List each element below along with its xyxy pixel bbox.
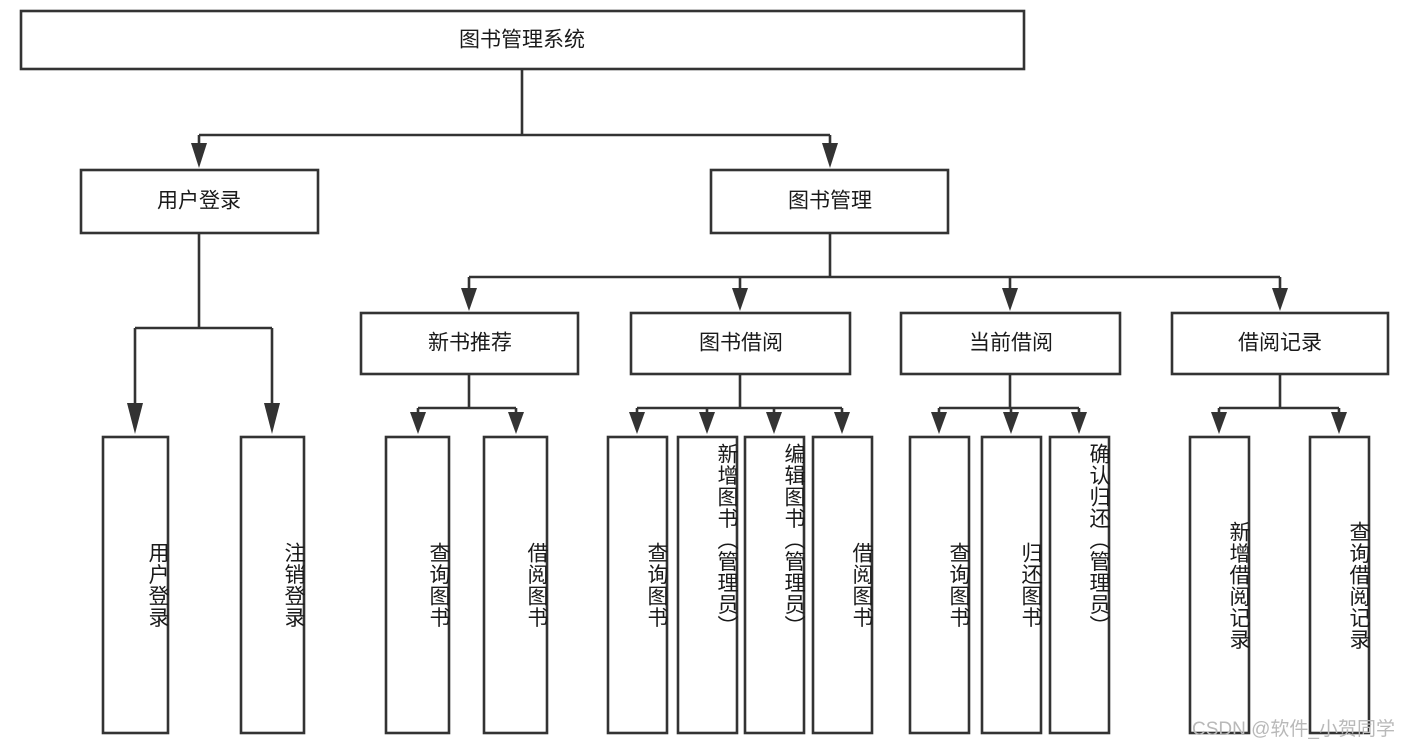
node-book-manage-rect[interactable] bbox=[709, 168, 950, 235]
connector-group-bookmanage bbox=[461, 233, 1288, 311]
node-leaf-user-login-rect[interactable] bbox=[101, 435, 170, 735]
node-user-login-rect[interactable] bbox=[79, 168, 320, 235]
node-borrow-record-label: 借阅记录 bbox=[1238, 332, 1322, 355]
node-user-login[interactable]: 用户登录 bbox=[79, 168, 320, 235]
node-current-borrow-label: 当前借阅 bbox=[969, 332, 1053, 355]
arrow-to-leaf-query-book-3 bbox=[931, 412, 947, 434]
node-current-borrow[interactable]: 当前借阅 bbox=[899, 311, 1122, 376]
node-current-borrow-rect[interactable] bbox=[899, 311, 1122, 376]
connector-group-root bbox=[191, 69, 838, 168]
arrow-to-leaf-borrow-book-2 bbox=[834, 412, 850, 434]
arrow-to-bookborrow bbox=[732, 288, 748, 311]
connector-group-currentborrow bbox=[931, 374, 1087, 434]
node-book-borrow[interactable]: 图书借阅 bbox=[629, 311, 852, 376]
node-borrow-record-rect[interactable] bbox=[1170, 311, 1390, 376]
arrow-root-to-bookmanage bbox=[822, 143, 838, 168]
arrow-to-leaf-edit-book bbox=[766, 412, 782, 434]
node-leaf-edit-book-rect[interactable] bbox=[743, 435, 806, 735]
node-new-book-rec[interactable]: 新书推荐 bbox=[359, 311, 580, 376]
node-new-book-rec-label: 新书推荐 bbox=[428, 332, 512, 355]
connector-group-userlogin bbox=[127, 233, 280, 434]
node-book-borrow-rect[interactable] bbox=[629, 311, 852, 376]
connector-group-newbookrec bbox=[410, 374, 524, 434]
node-leaf-confirm-return-rect[interactable] bbox=[1048, 435, 1111, 735]
node-leaf-add-record-rect[interactable] bbox=[1188, 435, 1251, 735]
arrow-to-leaf-confirm-return bbox=[1071, 412, 1087, 434]
arrow-to-borrowrecord bbox=[1272, 288, 1288, 311]
node-user-login-label: 用户登录 bbox=[157, 190, 241, 213]
node-borrow-record[interactable]: 借阅记录 bbox=[1170, 311, 1390, 376]
node-root[interactable]: 图书管理系统 bbox=[19, 9, 1026, 71]
arrow-to-newbookrec bbox=[461, 288, 477, 311]
watermark-text: CSDN @软件_小贺同学 bbox=[1192, 719, 1395, 740]
node-leaf-query-book-1-rect[interactable] bbox=[384, 435, 451, 735]
node-leaf-add-book-rect[interactable] bbox=[676, 435, 739, 735]
arrow-to-leaf-add-record bbox=[1211, 412, 1227, 434]
connector-group-bookborrow bbox=[629, 374, 850, 434]
arrow-to-currentborrow bbox=[1002, 288, 1018, 311]
node-root-label: 图书管理系统 bbox=[459, 29, 585, 52]
arrow-to-leaf-borrow-book-1 bbox=[508, 412, 524, 434]
node-new-book-rec-rect[interactable] bbox=[359, 311, 580, 376]
node-leaf-borrow-book-2-rect[interactable] bbox=[811, 435, 874, 735]
arrow-to-leaf-user-login bbox=[127, 403, 143, 434]
node-book-manage-label: 图书管理 bbox=[788, 190, 872, 213]
node-root-rect[interactable] bbox=[19, 9, 1026, 71]
node-leaf-query-record-rect[interactable] bbox=[1308, 435, 1371, 735]
arrow-to-leaf-query-book-2 bbox=[629, 412, 645, 434]
arrow-to-leaf-logout bbox=[264, 403, 280, 434]
arrow-to-leaf-add-book bbox=[699, 412, 715, 434]
node-leaf-borrow-book-1-rect[interactable] bbox=[482, 435, 549, 735]
connector-group-borrowrecord bbox=[1211, 374, 1347, 434]
node-leaf-query-book-3-rect[interactable] bbox=[908, 435, 971, 735]
arrow-root-to-userlogin bbox=[191, 143, 207, 168]
arrow-to-leaf-query-record bbox=[1331, 412, 1347, 434]
node-leaf-return-book-rect[interactable] bbox=[980, 435, 1043, 735]
arrow-to-leaf-return-book bbox=[1003, 412, 1019, 434]
node-book-manage[interactable]: 图书管理 bbox=[709, 168, 950, 235]
leaf-rect-layer bbox=[101, 435, 1371, 735]
node-book-borrow-label: 图书借阅 bbox=[699, 332, 783, 355]
node-leaf-logout-rect[interactable] bbox=[239, 435, 306, 735]
node-leaf-query-book-2-rect[interactable] bbox=[606, 435, 669, 735]
arrow-to-leaf-query-book-1 bbox=[410, 412, 426, 434]
